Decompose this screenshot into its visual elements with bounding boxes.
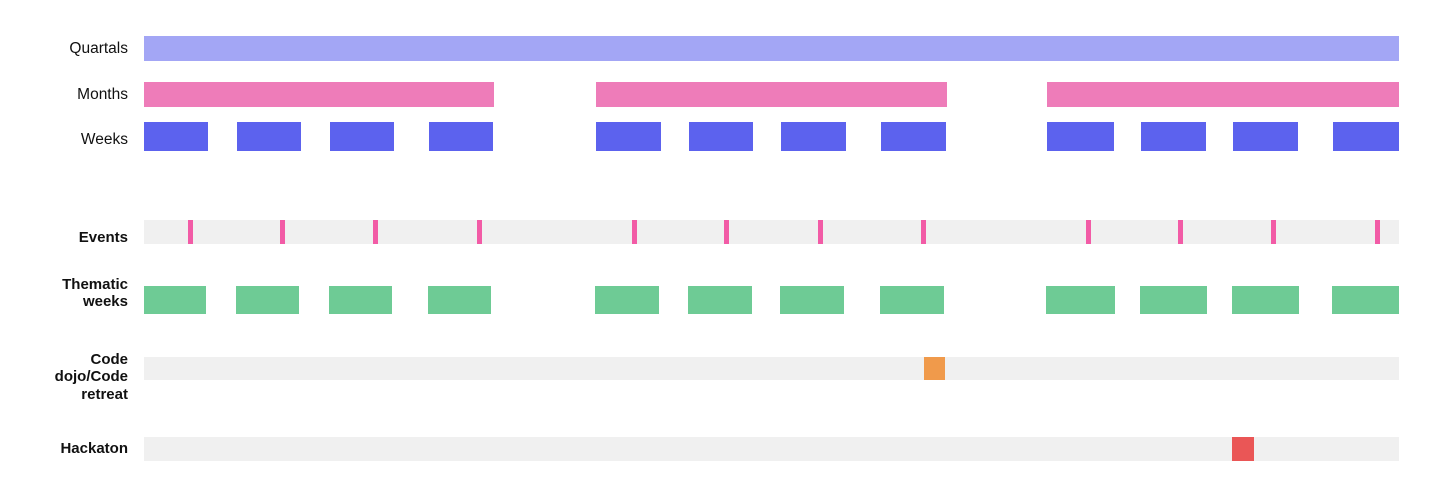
- row-label-weeks: Weeks: [80, 130, 128, 148]
- row-label-events: Events: [78, 229, 128, 246]
- track-thematic-weeks: [144, 286, 1399, 314]
- segment-months-1[interactable]: [144, 82, 494, 107]
- segment-weeks-2[interactable]: [237, 122, 301, 151]
- event-tick-6[interactable]: [724, 220, 729, 244]
- row-label-quartals: Quartals: [69, 39, 128, 57]
- marker-code-dojo-code-retreat-1[interactable]: [924, 357, 945, 380]
- event-tick-7[interactable]: [818, 220, 823, 244]
- track-weeks: [144, 122, 1399, 151]
- segment-months-3[interactable]: [1047, 82, 1399, 107]
- segment-quartals-1[interactable]: [144, 36, 1399, 61]
- segment-thematic-weeks-8[interactable]: [880, 286, 944, 314]
- segment-thematic-weeks-10[interactable]: [1140, 286, 1207, 314]
- segment-thematic-weeks-2[interactable]: [236, 286, 299, 314]
- event-tick-3[interactable]: [373, 220, 378, 244]
- segment-weeks-1[interactable]: [144, 122, 208, 151]
- track-events: [144, 220, 1399, 244]
- segment-thematic-weeks-12[interactable]: [1332, 286, 1399, 314]
- track-months: [144, 82, 1399, 107]
- segment-weeks-4[interactable]: [429, 122, 493, 151]
- event-tick-10[interactable]: [1178, 220, 1183, 244]
- segment-thematic-weeks-6[interactable]: [688, 286, 752, 314]
- event-tick-11[interactable]: [1271, 220, 1276, 244]
- segment-weeks-3[interactable]: [330, 122, 394, 151]
- segment-weeks-12[interactable]: [1333, 122, 1399, 151]
- segment-thematic-weeks-4[interactable]: [428, 286, 491, 314]
- track-quartals: [144, 36, 1399, 61]
- marker-hackaton-1[interactable]: [1232, 437, 1254, 461]
- segment-weeks-9[interactable]: [1047, 122, 1114, 151]
- segment-thematic-weeks-1[interactable]: [144, 286, 206, 314]
- event-tick-2[interactable]: [280, 220, 285, 244]
- event-tick-9[interactable]: [1086, 220, 1091, 244]
- row-label-thematic-weeks: Thematic weeks: [62, 275, 128, 311]
- segment-months-2[interactable]: [596, 82, 947, 107]
- row-label-hackaton: Hackaton: [60, 440, 128, 457]
- segment-weeks-8[interactable]: [881, 122, 946, 151]
- segment-weeks-10[interactable]: [1141, 122, 1206, 151]
- track-code-dojo-code-retreat: [144, 357, 1399, 380]
- segment-thematic-weeks-7[interactable]: [780, 286, 844, 314]
- segment-thematic-weeks-5[interactable]: [595, 286, 659, 314]
- event-tick-4[interactable]: [477, 220, 482, 244]
- row-label-months: Months: [77, 85, 128, 103]
- segment-weeks-5[interactable]: [596, 122, 661, 151]
- segment-thematic-weeks-11[interactable]: [1232, 286, 1299, 314]
- segment-weeks-11[interactable]: [1233, 122, 1298, 151]
- segment-thematic-weeks-3[interactable]: [329, 286, 392, 314]
- segment-thematic-weeks-9[interactable]: [1046, 286, 1115, 314]
- event-tick-8[interactable]: [921, 220, 926, 244]
- event-tick-5[interactable]: [632, 220, 637, 244]
- event-tick-12[interactable]: [1375, 220, 1380, 244]
- segment-weeks-6[interactable]: [689, 122, 753, 151]
- row-label-code-dojo-code-retreat: Code dojo/Code retreat: [54, 350, 128, 403]
- track-hackaton: [144, 437, 1399, 461]
- event-tick-1[interactable]: [188, 220, 193, 244]
- segment-weeks-7[interactable]: [781, 122, 846, 151]
